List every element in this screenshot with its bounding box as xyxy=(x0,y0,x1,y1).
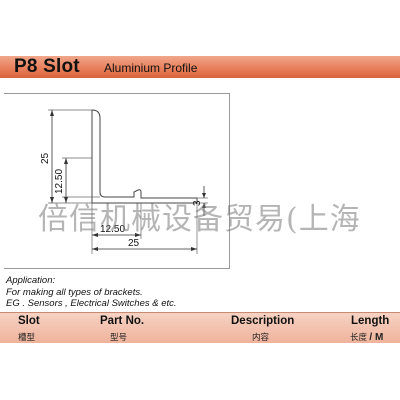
col-header-length-cn-text: 长度 xyxy=(350,332,368,342)
angle-profile-drawing: 25 12.50 3 12.50 25 xyxy=(40,109,208,254)
col-header-slot-cn: 槽型 xyxy=(18,332,36,342)
dim-label-half-width: 12.50 xyxy=(100,224,125,235)
col-header-part-no: Part No. xyxy=(100,315,145,327)
col-header-description-cn: 内容 xyxy=(252,332,270,342)
dim-label-half-height: 12.50 xyxy=(54,169,65,194)
col-header-slot: Slot xyxy=(18,315,40,327)
page-title: P8 Slot xyxy=(14,56,80,77)
col-header-description: Description xyxy=(231,315,295,327)
col-header-length-cn: 长度 / M xyxy=(350,331,383,343)
watermark: 倍信机械设备贸易(上海 xyxy=(38,202,361,237)
application-line-1: For making all types of brackets. xyxy=(6,286,143,298)
application-line-2: EG . Sensors , Electrical Switches & etc… xyxy=(6,298,177,309)
page-subtitle: Aluminium Profile xyxy=(104,61,198,75)
application-heading: Application: xyxy=(6,275,56,286)
application-notes: Application: For making all types of bra… xyxy=(6,275,177,310)
dim-label-thickness: 3 xyxy=(192,200,203,206)
col-header-part-no-cn: 型号 xyxy=(110,332,128,342)
table-header: Slot 槽型 Part No. 型号 Description 内容 Lengt… xyxy=(0,312,400,343)
angle-profile-shape xyxy=(91,109,198,204)
dim-label-total-height: 25 xyxy=(40,152,51,164)
length-unit: / M xyxy=(369,332,384,343)
drawing-frame: 25 12.50 3 12.50 25 xyxy=(4,93,230,269)
dim-label-total-width: 25 xyxy=(128,238,140,249)
header-band: P8 Slot Aluminium Profile xyxy=(0,56,400,78)
col-header-length: Length xyxy=(351,315,390,327)
